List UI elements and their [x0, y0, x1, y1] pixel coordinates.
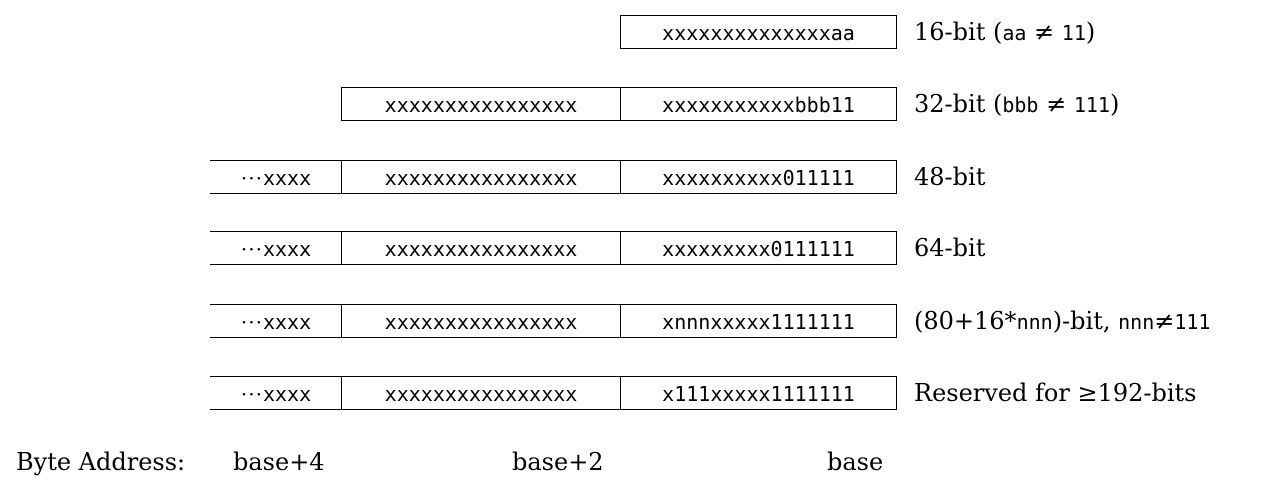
format-row-16bit: xxxxxxxxxxxxxxaa 16-bit (aa ≠ 11)	[0, 15, 1269, 49]
desc-text: (80+16*	[914, 307, 1017, 335]
ellipsis-dots: ···	[240, 310, 263, 334]
desc-code: 111	[1174, 310, 1211, 334]
byte-address-label: Byte Address:	[16, 448, 186, 476]
format-description: 16-bit (aa ≠ 11)	[914, 15, 1095, 49]
desc-text: )-bit,	[1052, 307, 1119, 335]
extension-parcel: ···xxxx	[210, 304, 342, 338]
upper-parcel: xxxxxxxxxxxxxxxx	[341, 376, 621, 410]
desc-text: )	[1085, 18, 1096, 46]
desc-text: 16-bit (	[914, 18, 1003, 46]
desc-code: 111	[1073, 93, 1110, 117]
lower-parcel: x111xxxxx1111111	[620, 376, 897, 410]
ellipsis-dots: ···	[240, 237, 263, 261]
format-row-variable: ···xxxx xxxxxxxxxxxxxxxx xnnnxxxxx111111…	[0, 304, 1269, 338]
extension-bits: xxxx	[262, 310, 312, 334]
extension-parcel: ···xxxx	[210, 376, 342, 410]
lower-parcel: xxxxxxxxxxxxxxaa	[620, 15, 897, 49]
desc-operator: ≠	[1154, 307, 1175, 335]
address-base-plus-4: base+4	[233, 448, 325, 476]
format-row-48bit: ···xxxx xxxxxxxxxxxxxxxx xxxxxxxxxx01111…	[0, 160, 1269, 194]
desc-code: nnn	[1118, 310, 1155, 334]
desc-operator: ≠	[1038, 90, 1074, 118]
upper-parcel: xxxxxxxxxxxxxxxx	[341, 160, 621, 194]
format-row-reserved: ···xxxx xxxxxxxxxxxxxxxx x111xxxxx111111…	[0, 376, 1269, 410]
address-base-plus-2: base+2	[512, 448, 604, 476]
extension-bits: xxxx	[262, 237, 312, 261]
desc-code: bbb	[1002, 93, 1039, 117]
upper-parcel: xxxxxxxxxxxxxxxx	[341, 304, 621, 338]
lower-parcel: xxxxxxxxxx011111	[620, 160, 897, 194]
format-description: 32-bit (bbb ≠ 111)	[914, 87, 1119, 121]
desc-code: 11	[1061, 21, 1086, 45]
format-description: Reserved for ≥192-bits	[914, 379, 1197, 407]
lower-parcel: xnnnxxxxx1111111	[620, 304, 897, 338]
extension-bits: xxxx	[262, 382, 312, 406]
lower-parcel: xxxxxxxxxxxbbb11	[620, 87, 897, 121]
format-row-64bit: ···xxxx xxxxxxxxxxxxxxxx xxxxxxxxx011111…	[0, 231, 1269, 265]
ellipsis-dots: ···	[240, 382, 263, 406]
desc-code: aa	[1002, 21, 1027, 45]
upper-parcel: xxxxxxxxxxxxxxxx	[341, 87, 621, 121]
format-description: 48-bit	[914, 163, 986, 191]
extension-parcel: ···xxxx	[210, 231, 342, 265]
format-row-32bit: xxxxxxxxxxxxxxxx xxxxxxxxxxxbbb11 32-bit…	[0, 87, 1269, 121]
desc-code: nnn	[1016, 310, 1053, 334]
ellipsis-dots: ···	[240, 166, 263, 190]
extension-bits: xxxx	[262, 166, 312, 190]
format-description: (80+16*nnn)-bit, nnn≠111	[914, 304, 1210, 338]
desc-text: 32-bit (	[914, 90, 1003, 118]
desc-text: )	[1109, 90, 1120, 118]
format-description: 64-bit	[914, 234, 986, 262]
extension-parcel: ···xxxx	[210, 160, 342, 194]
address-base: base	[827, 448, 884, 476]
upper-parcel: xxxxxxxxxxxxxxxx	[341, 231, 621, 265]
desc-operator: ≠	[1026, 18, 1062, 46]
lower-parcel: xxxxxxxxx0111111	[620, 231, 897, 265]
